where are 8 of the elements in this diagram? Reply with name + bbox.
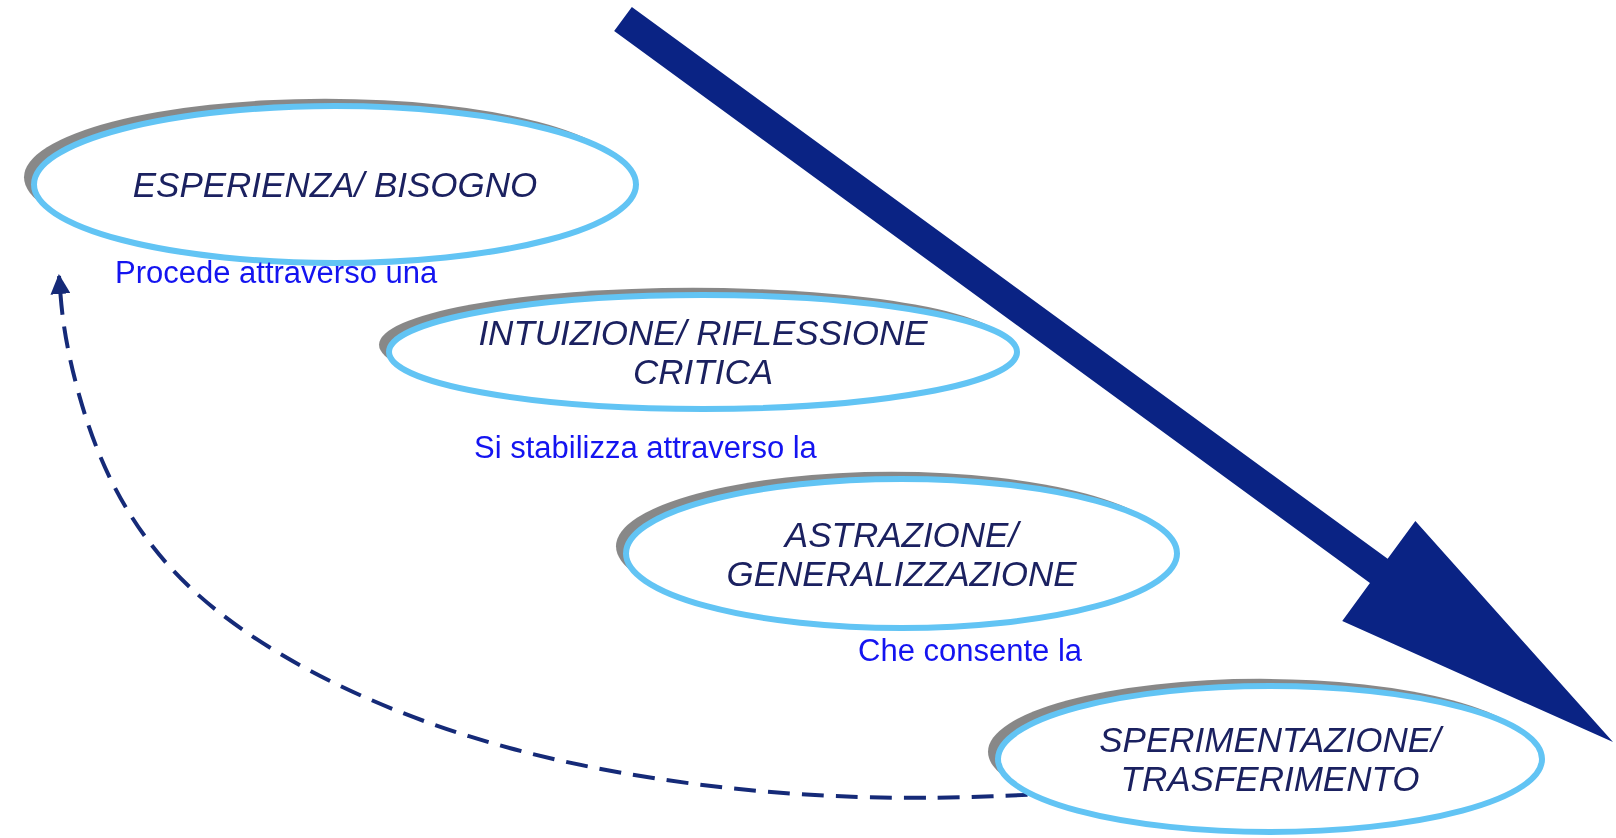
connector-phrase: Procede attraverso una [115, 255, 438, 291]
connector-phrase: Si stabilizza attraverso la [474, 430, 817, 466]
node-label: ESPERIENZA/ BISOGNO [132, 165, 538, 204]
node-label: SPERIMENTAZIONE/ TRASFERIMENTO [1055, 720, 1485, 798]
node-label: ASTRAZIONE/ GENERALIZZAZIONE [725, 514, 1078, 593]
dashed-return-arrow [50, 274, 1028, 800]
node-label: INTUIZIONE/ RIFLESSIONE CRITICA [477, 313, 929, 391]
connector-phrase: Che consente la [858, 633, 1083, 669]
